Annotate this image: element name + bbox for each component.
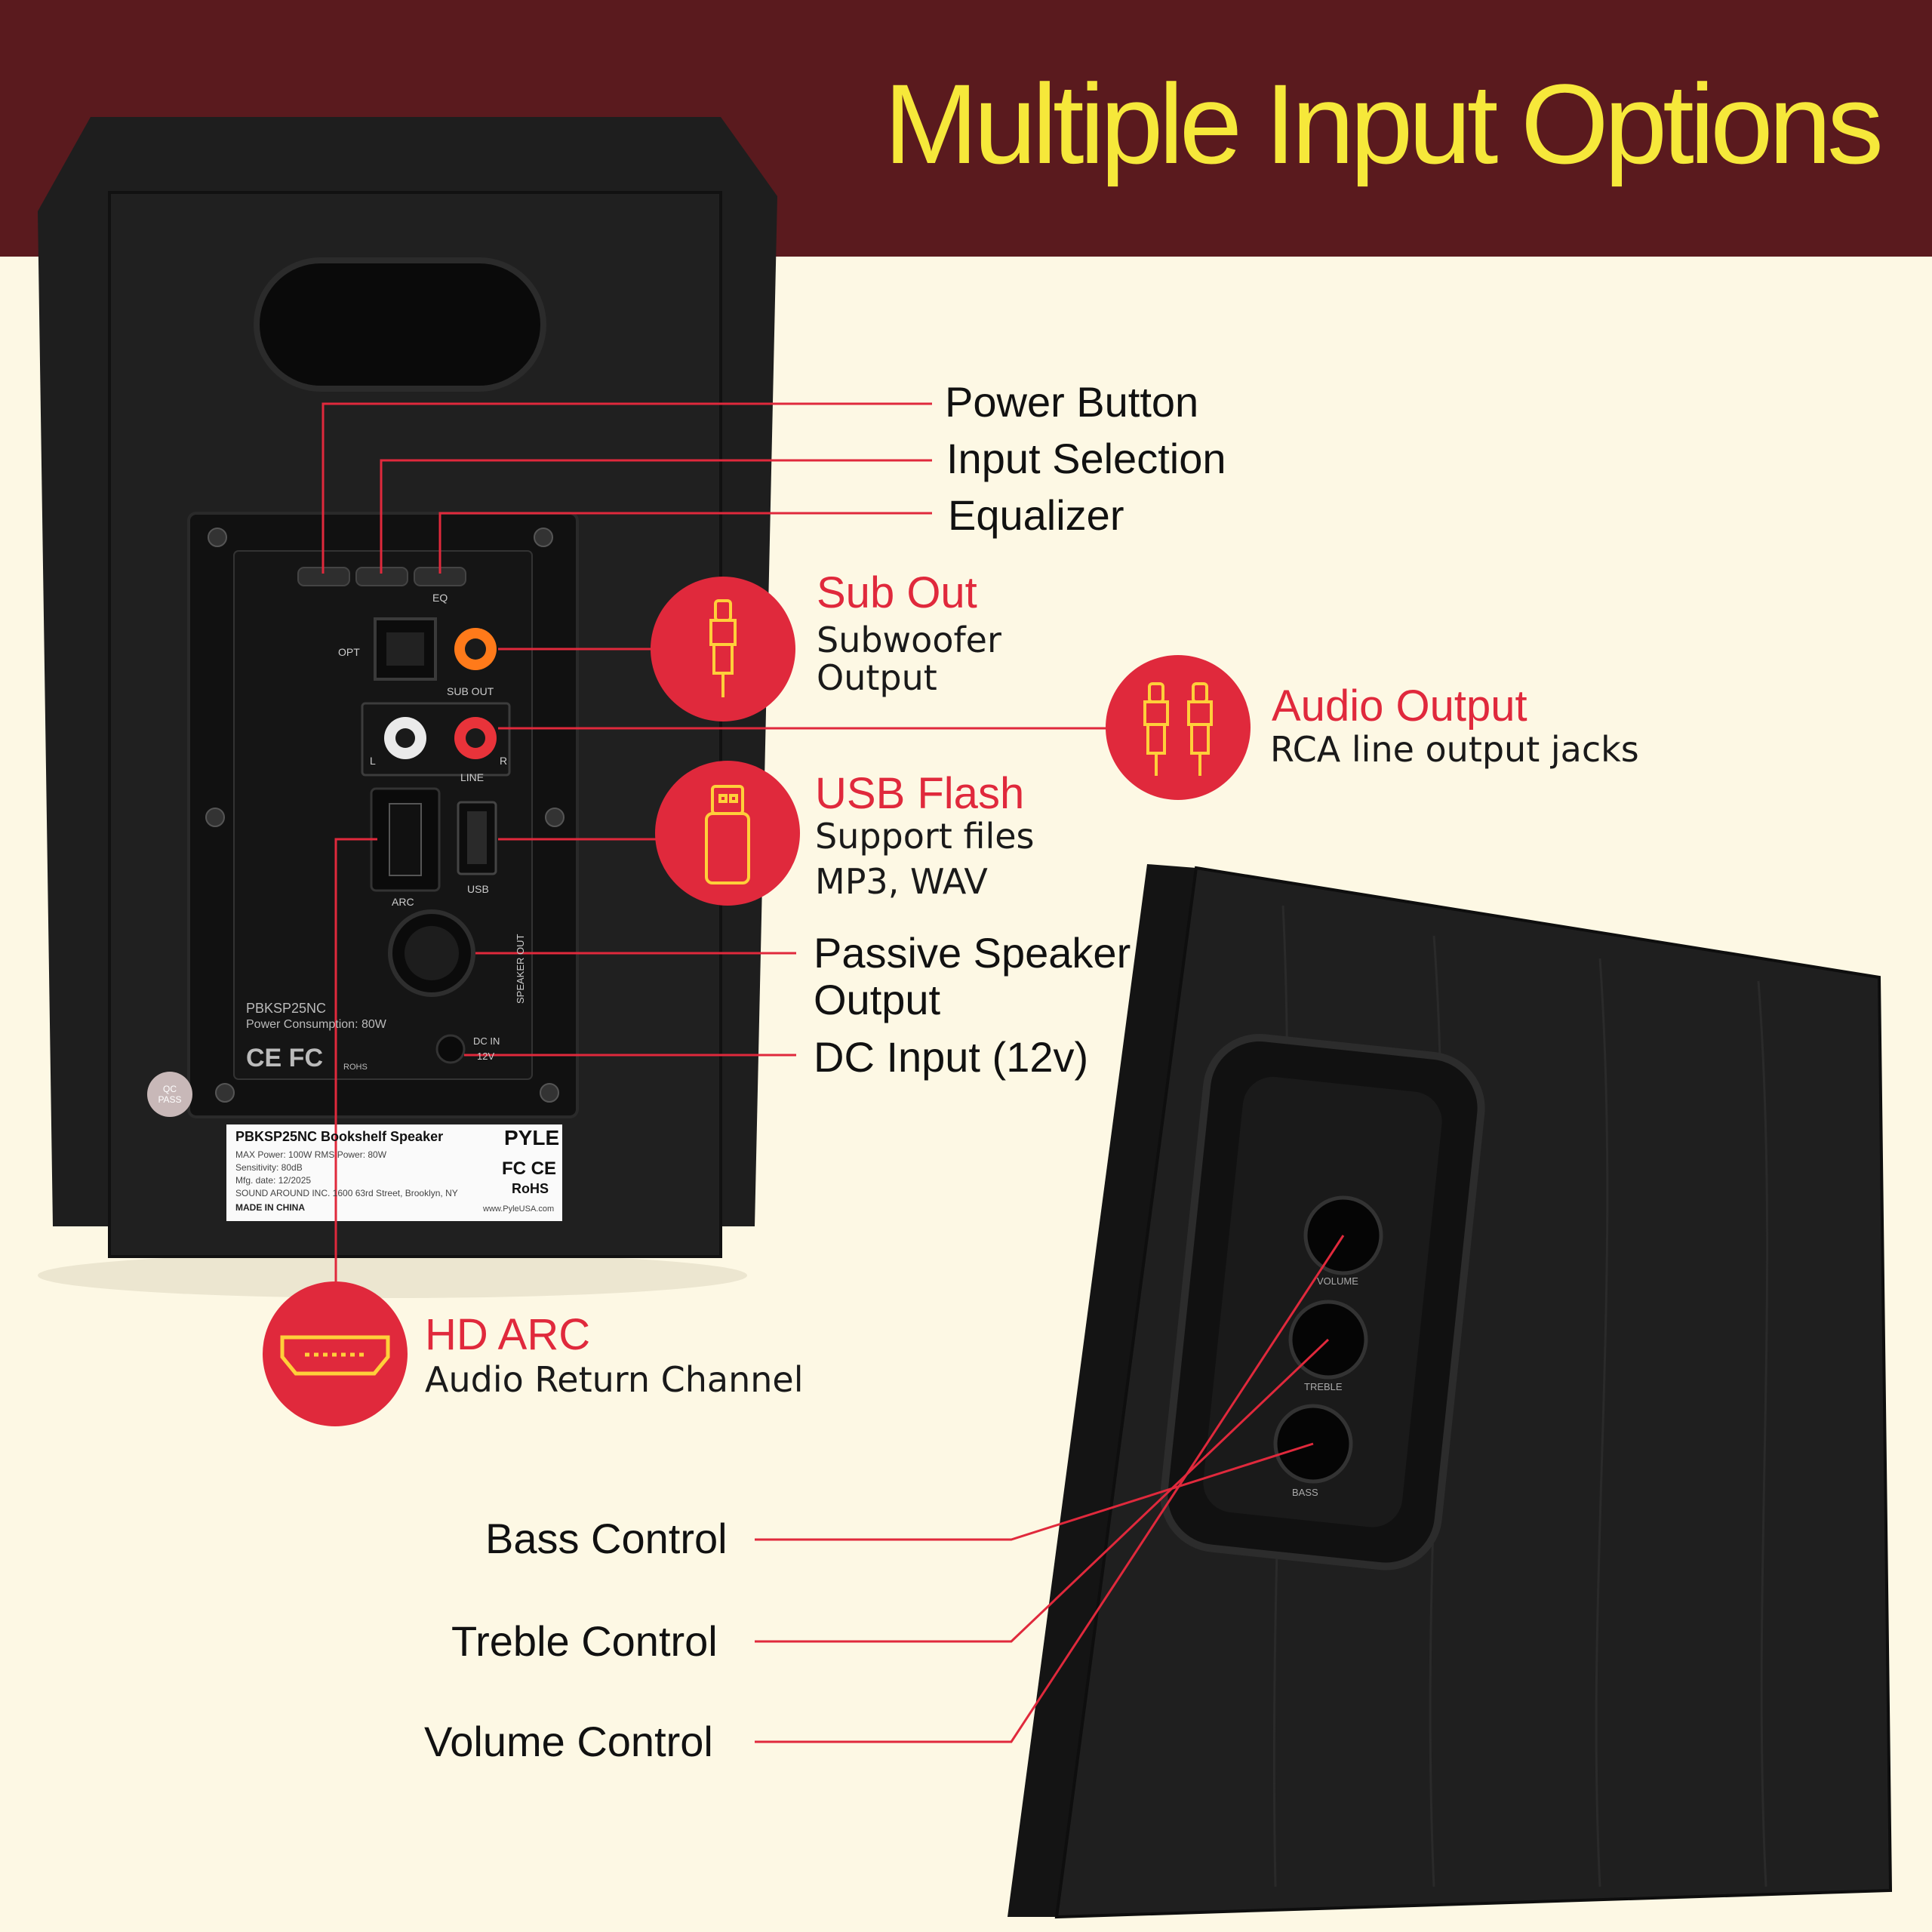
input-selection-line	[380, 459, 932, 574]
bass-control-line	[755, 1442, 1314, 1541]
panel-speaker-out-label: SPEAKER OUT	[515, 934, 526, 1004]
panel-subout-label: SUB OUT	[447, 685, 494, 697]
sticker-heading: PBKSP25NC Bookshelf Speaker	[235, 1129, 444, 1144]
bass-control-label: Bass Control	[485, 1515, 728, 1562]
audio-output-title: Audio Output	[1272, 681, 1527, 731]
hd-arc-line	[334, 838, 377, 1283]
front-speaker-front-edge	[1008, 864, 1196, 1917]
panel-dcin-label: DC IN	[473, 1035, 500, 1047]
panel-line-label: LINE	[460, 771, 485, 783]
panel-buttons	[297, 567, 466, 586]
sticker-line4: SOUND AROUND INC. 1600 63rd Street, Broo…	[235, 1188, 458, 1198]
leader-lines	[321, 402, 1345, 1743]
panel-l-label: L	[370, 755, 376, 767]
qc-sticker	[147, 1072, 192, 1117]
sticker-brand: PYLE	[504, 1126, 560, 1149]
sub-out-line1: Subwoofer	[817, 620, 1001, 660]
sticker-rohs: RoHS	[512, 1181, 549, 1196]
equalizer-line	[438, 512, 932, 574]
panel-eq-label: EQ	[432, 592, 448, 604]
hd-arc-circle	[263, 1281, 408, 1426]
sub-out-line2: Output	[817, 657, 937, 698]
usb-flash-line2: MP3, WAV	[815, 861, 988, 902]
bass-port	[254, 257, 546, 392]
rca-plug-icon	[709, 599, 737, 697]
input-selection-label: Input Selection	[946, 435, 1226, 482]
page-title: Multiple Input Options	[884, 60, 1884, 187]
sub-out-title: Sub Out	[817, 568, 977, 617]
knob-volume-label: VOLUME	[1317, 1275, 1358, 1287]
sticker-line5: MADE IN CHINA	[235, 1202, 305, 1213]
power-button-line	[321, 402, 932, 574]
usb-drive-icon	[705, 785, 750, 884]
panel-cert: CE FC	[246, 1044, 323, 1072]
sticker-line3: Mfg. date: 12/2025	[235, 1175, 312, 1186]
volume-control-line	[755, 1235, 1345, 1743]
hd-arc-title: HD ARC	[425, 1310, 591, 1359]
usb-flash-circle	[655, 761, 800, 906]
panel-arc-label: ARC	[392, 896, 414, 908]
sticker-url: www.PyleUSA.com	[483, 1204, 555, 1214]
line-jack-box	[361, 702, 511, 777]
treble-control-line	[755, 1338, 1330, 1643]
passive-speaker-line2: Output	[814, 976, 941, 1023]
panel-opt-label: OPT	[338, 646, 360, 658]
panel-model: PBKSP25NC	[246, 1001, 327, 1016]
hd-arc-line1: Audio Return Channel	[425, 1359, 804, 1400]
usb-flash-title: USB Flash	[815, 769, 1025, 818]
knob-treble-label: TREBLE	[1304, 1381, 1343, 1392]
dc-input-label: DC Input (12v)	[814, 1033, 1089, 1081]
speaker-shadow	[38, 1253, 747, 1298]
dc-in-jack	[435, 1034, 466, 1064]
panel-r-label: R	[500, 755, 508, 767]
plate-screws	[205, 528, 565, 1103]
qc-sticker-text: QC PASS	[158, 1084, 182, 1105]
sub-out-circle	[651, 577, 795, 721]
panel-rohs: ROHS	[343, 1063, 368, 1072]
power-button-label: Power Button	[945, 378, 1199, 426]
hdmi-port-icon	[280, 1335, 390, 1376]
treble-control-label: Treble Control	[451, 1617, 718, 1665]
sticker-line1: MAX Power: 100W RMS Power: 80W	[235, 1149, 387, 1160]
sticker-cert: FC CE	[502, 1158, 556, 1179]
audio-output-circle	[1106, 655, 1251, 800]
usb-flash-line1: Support files	[815, 816, 1035, 857]
knob-bass-label: BASS	[1292, 1487, 1318, 1498]
equalizer-label: Equalizer	[948, 491, 1124, 539]
panel-power-consumption: Power Consumption: 80W	[246, 1018, 386, 1031]
panel-dcvolt-label: 12V	[477, 1051, 495, 1062]
dual-rca-plug-icon	[1143, 682, 1213, 776]
sticker-line2: Sensitivity: 80dB	[235, 1162, 303, 1173]
passive-speaker-line1: Passive Speaker	[814, 929, 1131, 977]
spec-label	[226, 1124, 562, 1221]
volume-control-label: Volume Control	[424, 1718, 713, 1765]
panel-usb-label: USB	[467, 883, 489, 895]
audio-output-line1: RCA line output jacks	[1270, 729, 1639, 770]
